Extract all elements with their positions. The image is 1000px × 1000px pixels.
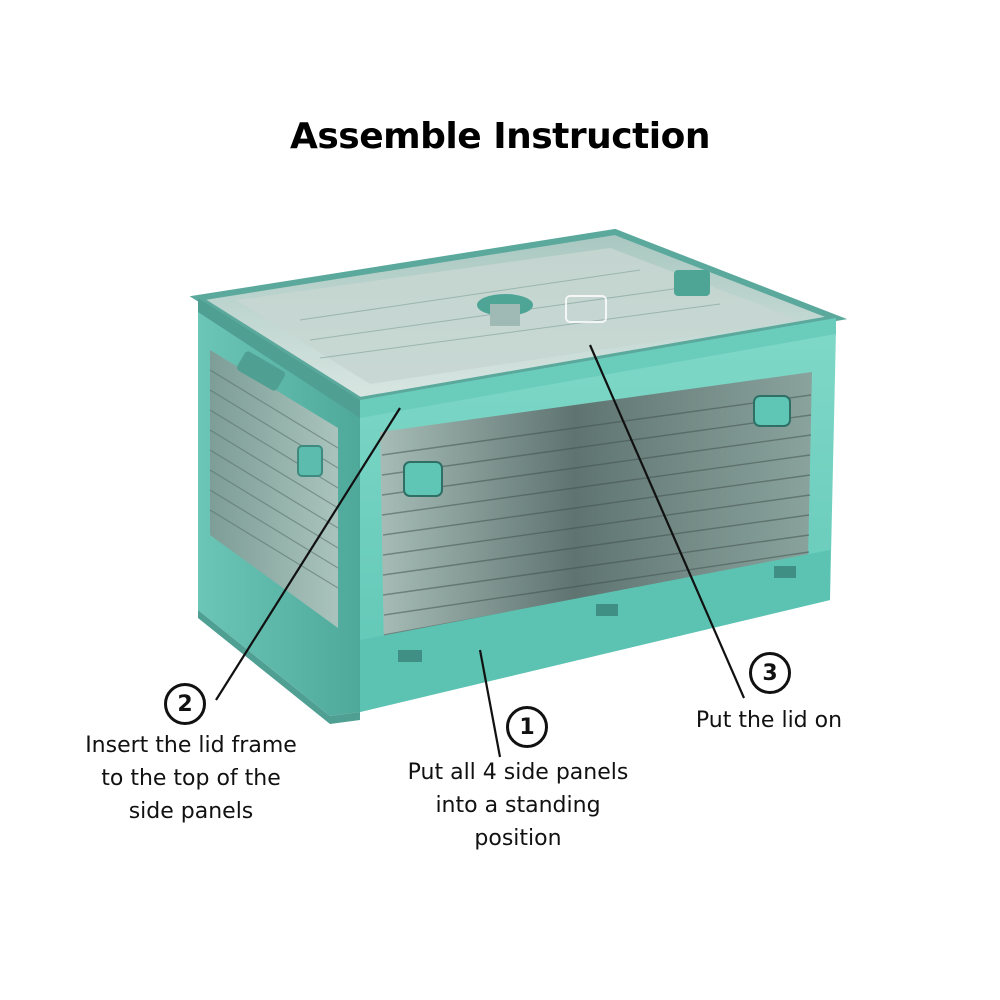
step-2-line-2: to the top of the (101, 766, 281, 791)
step-1-line-3: position (474, 826, 562, 851)
leader-lines (215, 344, 746, 758)
leader-line-3 (588, 344, 746, 699)
step-3-line-1: Put the lid on (695, 708, 843, 733)
step-2-line-3: side panels (128, 799, 254, 824)
step-1-text: Put all 4 side panels into a standing po… (380, 756, 656, 855)
step-1-badge: 1 (506, 706, 548, 748)
step-1-line-1: Put all 4 side panels (407, 760, 629, 785)
leader-line-2 (215, 407, 401, 701)
step-2-line-1: Insert the lid frame (85, 733, 297, 758)
diagram-title: Assemble Instruction (290, 116, 711, 157)
step-2-text: Insert the lid frame to the top of the s… (60, 729, 322, 828)
step-3-text: Put the lid on (664, 704, 874, 737)
box-front-face (360, 330, 836, 712)
step-1-line-2: into a standing (435, 793, 601, 818)
leader-line-1 (478, 649, 502, 758)
step-3-badge: 3 (749, 652, 791, 694)
box-lid (189, 228, 848, 418)
step-2-badge: 2 (164, 683, 206, 725)
